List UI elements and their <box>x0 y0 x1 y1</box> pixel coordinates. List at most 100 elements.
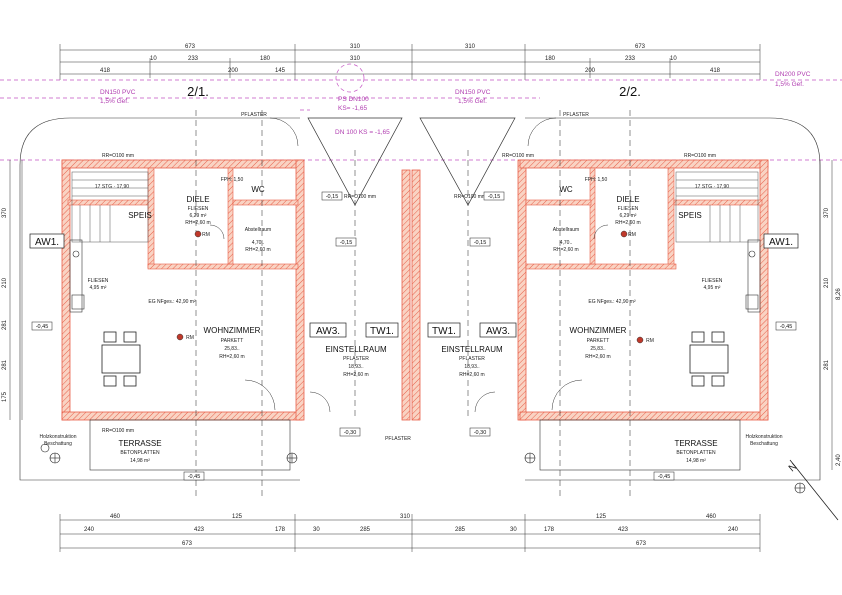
abstell-area-right: 4,70.. <box>560 240 573 246</box>
level-garage-right: -0,15 <box>488 194 501 200</box>
dim-text-bottom: 460 125 310 125 460 240 423 178 30 285 2… <box>84 514 739 547</box>
diele-area-right: 6,29 m² <box>620 213 637 219</box>
level-garage-left: -0,15 <box>326 194 339 200</box>
kitchen-counters <box>69 239 761 313</box>
rr-label-right: RR=O100 mm <box>684 153 716 159</box>
stair-label-left: 17 STG · 17,90 <box>95 184 129 190</box>
dim-left-281b: 281 <box>2 359 8 370</box>
north-arrow: N <box>787 459 839 521</box>
level-markers: -0,15 -0,15 -0,15 -0,15 -0,45 -0,45 -0,3… <box>31 191 797 481</box>
dim-10-right: 10 <box>670 56 677 62</box>
kueche-area-left: 4,95 m² <box>90 285 107 291</box>
pflaster-top-left: PFLASTER <box>241 112 267 118</box>
dim-b-30-left: 30 <box>313 527 320 533</box>
dn150-left-slope: 1,5% Gef. <box>100 98 129 105</box>
dim-b-240-right: 240 <box>728 527 739 533</box>
level-bottom-right: -0,30 <box>474 430 487 436</box>
rm-label-1: RM <box>202 232 210 238</box>
dim-left-370: 370 <box>2 207 8 218</box>
unit-label-right: 2/2. <box>619 84 641 99</box>
holz-right-2: Beschattung <box>750 441 778 447</box>
dimension-lines-top <box>59 44 761 80</box>
pflaster-bottom: PFLASTER <box>385 436 411 442</box>
carport-ramps <box>307 117 516 206</box>
dim-673-right: 673 <box>635 44 646 50</box>
dim-b-460-right: 460 <box>706 514 717 520</box>
eg-nf-left: EG NFges.: 42,90 m² <box>148 299 196 305</box>
dim-418-left: 418 <box>100 68 111 74</box>
door-swings <box>209 117 609 413</box>
dim-200-left: 200 <box>228 68 239 74</box>
room-terrasse-left: TERRASSE <box>118 439 161 448</box>
dim-text-top: 673 310 310 673 10 233 180 145 310 180 2… <box>100 44 721 74</box>
abstell-area-left: 4,70.. <box>252 240 265 246</box>
rr-label-garage-left: RR=O100 mm <box>344 194 376 200</box>
rm-label-2: RM <box>186 335 194 341</box>
rm-label-4: RM <box>646 338 654 344</box>
rm-markers <box>176 230 644 344</box>
dim-b-125-right: 125 <box>596 514 607 520</box>
ks-note: KS= -1,65 <box>338 105 367 112</box>
dim-b-178-right: 178 <box>544 527 555 533</box>
holz-left-1: Holzkonstruktion <box>40 434 77 440</box>
dim-text-side: 370 210 281 281 175 370 210 8,26 281 2,4… <box>2 207 842 466</box>
level-mid-left: -0,15 <box>340 240 353 246</box>
terrasse-floor-right: BETONPLATTEN <box>676 450 716 456</box>
holz-left-2: Beschattung <box>44 441 72 447</box>
dim-b-285-right: 285 <box>455 527 466 533</box>
tag-aw3-left: AW3. <box>316 326 340 337</box>
kueche-floor-left: FLIESEN <box>88 278 109 284</box>
dn150-left-note: DN150 PVC <box>100 89 136 96</box>
wall-tags: AW1. AW1. AW3. TW1. TW1. AW3. <box>29 233 799 338</box>
einstell-height-right: RH=2,60 m <box>459 372 484 378</box>
dim-right-281: 281 <box>824 359 830 370</box>
fph-label-right: FPH: 1,50 <box>585 177 608 183</box>
dn150-mid-note: DN150 PVC <box>455 89 491 96</box>
dining-tables <box>101 331 729 387</box>
diele-floor-left: FLIESEN <box>188 206 209 212</box>
level-terrace-left: -0,45 <box>188 474 201 480</box>
svg-text:N: N <box>787 461 800 474</box>
level-bottom-left: -0,30 <box>344 430 357 436</box>
einstell-height-left: RH=2,60 m <box>343 372 368 378</box>
fph-label-left: FPH: 1,50 <box>221 177 244 183</box>
tag-aw1-right: AW1. <box>769 237 793 248</box>
dimension-lines-side <box>9 160 833 470</box>
dim-b-673-right: 673 <box>636 541 647 547</box>
drain-markers <box>40 443 806 494</box>
dim-b-673-left: 673 <box>182 541 193 547</box>
unit-label-left: 2/1. <box>187 84 209 99</box>
kueche-area-right: 4,95 m² <box>704 285 721 291</box>
rr-label-garage-right: RR=O100 mm <box>454 194 486 200</box>
dim-200-right: 200 <box>585 68 596 74</box>
exterior-walls <box>61 159 769 421</box>
dim-b-423-left: 423 <box>194 527 205 533</box>
tag-aw3-right: AW3. <box>486 326 510 337</box>
level-right: -0,45 <box>780 324 793 330</box>
rr-label-mid: RR=O100 mm <box>502 153 534 159</box>
interior-walls <box>67 167 763 270</box>
wohn-area-left: 25,83.. <box>224 346 239 352</box>
terrasse-floor-left: BETONPLATTEN <box>120 450 160 456</box>
dim-b-30-right: 30 <box>510 527 517 533</box>
dim-left-281a: 281 <box>2 319 8 330</box>
dimension-lines-bottom <box>59 514 761 552</box>
wohn-height-left: RH=2,60 m <box>219 354 244 360</box>
dim-10-left: 10 <box>150 56 157 62</box>
room-wohnzimmer-right: WOHNZIMMER <box>570 326 627 335</box>
einstell-floor-left: PFLASTER <box>343 356 369 362</box>
room-diele-left: DIELE <box>186 195 209 204</box>
dim-180-right: 180 <box>545 56 556 62</box>
pflaster-top-right: PFLASTER <box>563 112 589 118</box>
dim-right-210: 210 <box>824 277 830 288</box>
wohn-height-right: RH=2,60 m <box>585 354 610 360</box>
dim-b-178-left: 178 <box>275 527 286 533</box>
diele-height-left: RH=2,60 m <box>185 220 210 226</box>
terrasse-area-right: 14,98 m² <box>686 458 706 464</box>
room-wc-right: WC <box>559 185 573 194</box>
stairs-left <box>71 171 149 243</box>
dim-310-right: 310 <box>465 44 476 50</box>
terrasse-area-left: 14,98 m² <box>130 458 150 464</box>
einstell-area-right: 18,93.. <box>464 364 479 370</box>
